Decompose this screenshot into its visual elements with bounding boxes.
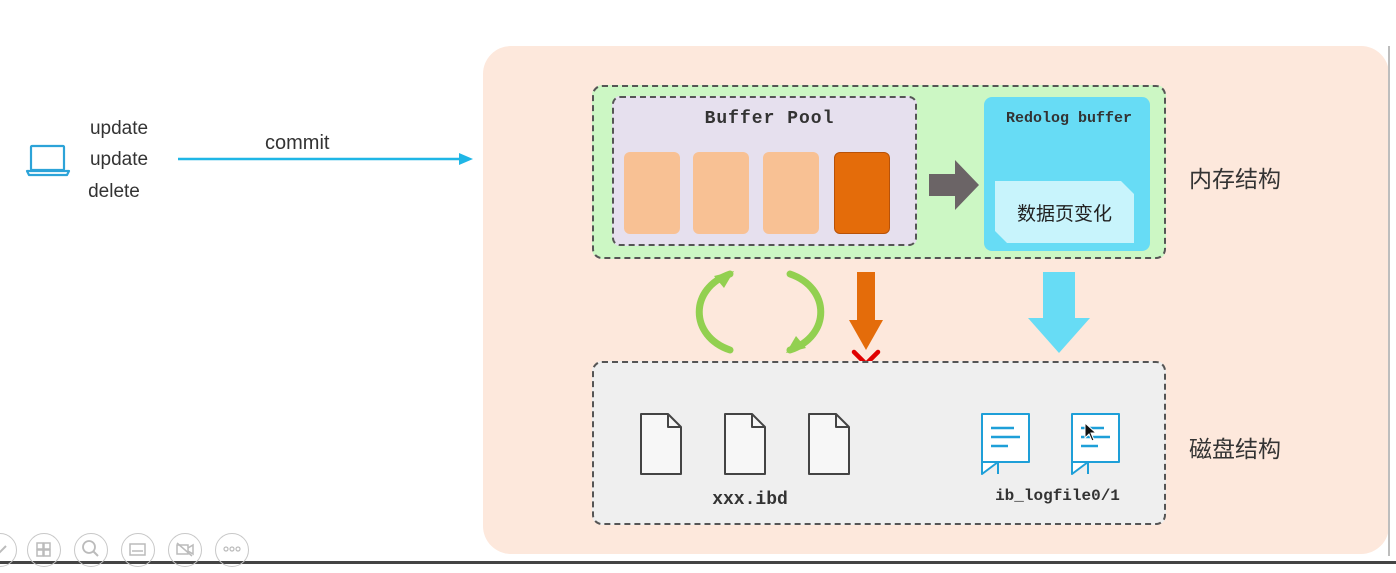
ibd-file-label: xxx.ibd [712,490,788,510]
disk-structure-area [592,361,1166,525]
data-page-clean [624,152,680,234]
redo-record-card [995,181,1134,243]
sql-statement-delete: delete [88,181,140,202]
scrollbar-track[interactable] [1388,46,1390,556]
disk-structure-label: 磁盘结构 [1189,437,1281,463]
more-icon[interactable] [215,533,249,567]
commit-label: commit [265,132,330,154]
redo-record-text: 数据页变化 [1016,203,1112,225]
data-page-clean [763,152,819,234]
logfile-label: ib_logfile0/1 [995,487,1120,505]
redo-flush-arrow-down [1028,272,1090,353]
log-file-icon [1071,413,1120,475]
data-page-clean [693,152,749,234]
mouse-cursor-icon [1084,422,1098,442]
data-file-icon [808,413,850,475]
bottom-divider [0,561,1396,564]
flush-arrow-down [849,272,883,350]
sql-statement-update-2: update [89,149,149,170]
zoom-icon[interactable] [74,533,108,567]
subtitle-icon[interactable] [121,533,155,567]
camera-off-icon[interactable] [168,533,202,567]
sql-statement-update-1: update [89,118,149,139]
commit-arrow [178,153,473,165]
cycle-arrows-icon [695,270,825,354]
log-file-icon [981,413,1030,475]
buffer-pool-title: Buffer Pool [704,109,835,129]
data-page-dirty [834,152,890,234]
data-file-icon [724,413,766,475]
layout-icon[interactable] [27,533,61,567]
record-change-arrow [929,160,979,210]
pen-icon[interactable] [0,533,17,567]
memory-structure-label: 内存结构 [1189,167,1281,193]
data-file-icon [640,413,682,475]
redolog-buffer-title: Redolog buffer [1005,110,1133,127]
laptop-icon [25,144,71,177]
